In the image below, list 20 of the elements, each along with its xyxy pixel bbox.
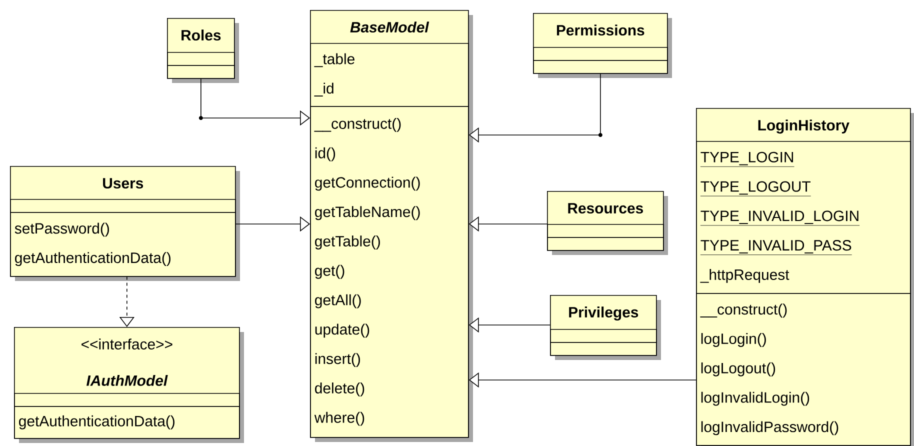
method-list: __construct() id() getConnection() getTableName() getTable() get() getAll() update() insert() delete() where() xyxy=(310,106,469,438)
class-box: Privileges xyxy=(550,295,661,360)
class-compartment xyxy=(167,65,235,79)
class-box: Roles xyxy=(167,18,239,83)
class-compartment xyxy=(550,329,657,343)
class-box: Permissions xyxy=(533,13,672,78)
class-compartment xyxy=(10,199,236,213)
method-list: getAuthenticationData() xyxy=(14,406,240,439)
class-box: Resources xyxy=(547,191,668,255)
attribute-list: _table _id xyxy=(310,43,469,107)
class-compartment xyxy=(547,237,664,251)
class-compartment xyxy=(14,393,240,407)
method-list: setPassword() getAuthenticationData() xyxy=(10,212,236,277)
method-list: __construct() logLogin() logLogout() logInvalidLogin() logInvalidPassword() xyxy=(696,293,911,446)
class-compartment xyxy=(547,224,664,238)
attribute-list: TYPE_LOGIN TYPE_LOGOUT TYPE_INVALID_LOGIN TYPE_INVALID_PASS _httpRequest xyxy=(696,141,911,294)
class-compartment xyxy=(533,60,668,74)
class-compartment xyxy=(167,52,235,66)
class-compartment xyxy=(550,342,657,356)
class-compartment xyxy=(533,47,668,61)
